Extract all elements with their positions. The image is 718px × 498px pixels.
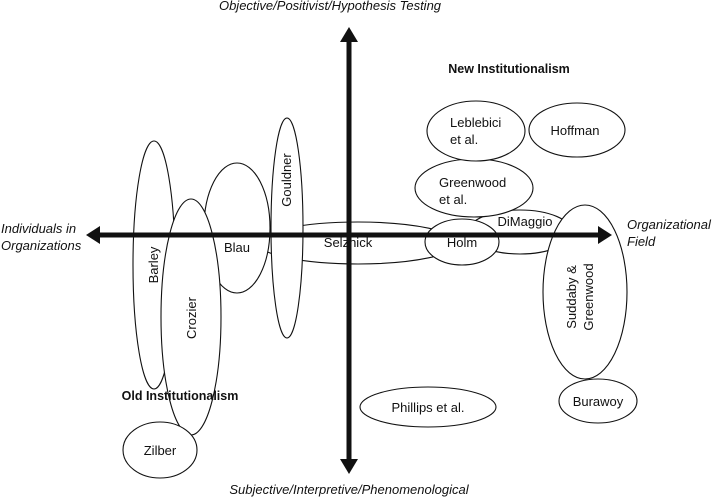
ellipse-phillips xyxy=(359,386,497,428)
node-label-suddaby-line1: Suddaby & xyxy=(564,265,579,329)
node-label-suddaby-line2: Greenwood xyxy=(581,263,596,330)
arrow-right-icon xyxy=(598,226,612,244)
arrow-up-icon xyxy=(340,27,358,42)
node-label-holm: Holm xyxy=(447,235,477,250)
ellipse-burawoy xyxy=(558,378,638,424)
node-label-phillips: Phillips et al. xyxy=(392,400,465,415)
ellipse-holm xyxy=(424,218,500,266)
node-label-blau: Blau xyxy=(224,240,250,255)
node-label-leblebici-line1: Leblebici xyxy=(450,115,501,130)
ellipse-gouldner xyxy=(270,117,304,339)
node-label-dimaggio: DiMaggio xyxy=(498,214,553,229)
ellipse-suddaby-greenwood xyxy=(542,204,628,380)
axis-label-left-line1: Individuals in xyxy=(1,221,76,236)
arrow-down-icon xyxy=(340,459,358,474)
group-label-old-institutionalism: Old Institutionalism xyxy=(122,389,239,403)
node-label-hoffman: Hoffman xyxy=(551,123,600,138)
group-label-new-institutionalism: New Institutionalism xyxy=(448,62,570,76)
axis-label-top: Objective/Positivist/Hypothesis Testing xyxy=(219,0,442,13)
node-label-greenwood-line1: Greenwood xyxy=(439,175,506,190)
axis-label-left-line2: Organizations xyxy=(1,238,82,253)
axis-label-right-line2: Field xyxy=(627,234,656,249)
axis-label-bottom: Subjective/Interpretive/Phenomenological xyxy=(229,482,469,497)
ellipse-zilber xyxy=(122,421,198,479)
ellipse-hoffman xyxy=(528,102,626,158)
node-label-leblebici-line2: et al. xyxy=(450,132,478,147)
node-label-greenwood-line2: et al. xyxy=(439,192,467,207)
node-label-burawoy: Burawoy xyxy=(573,394,624,409)
node-label-gouldner: Gouldner xyxy=(279,153,294,207)
node-label-selznick: Selznick xyxy=(324,235,373,250)
ellipse-leblebici xyxy=(426,100,526,162)
node-label-zilber: Zilber xyxy=(144,443,177,458)
axis-label-right-line1: Organizational xyxy=(627,217,712,232)
node-label-crozier: Crozier xyxy=(184,296,199,339)
arrow-left-icon xyxy=(86,226,100,244)
node-label-barley: Barley xyxy=(146,246,161,283)
